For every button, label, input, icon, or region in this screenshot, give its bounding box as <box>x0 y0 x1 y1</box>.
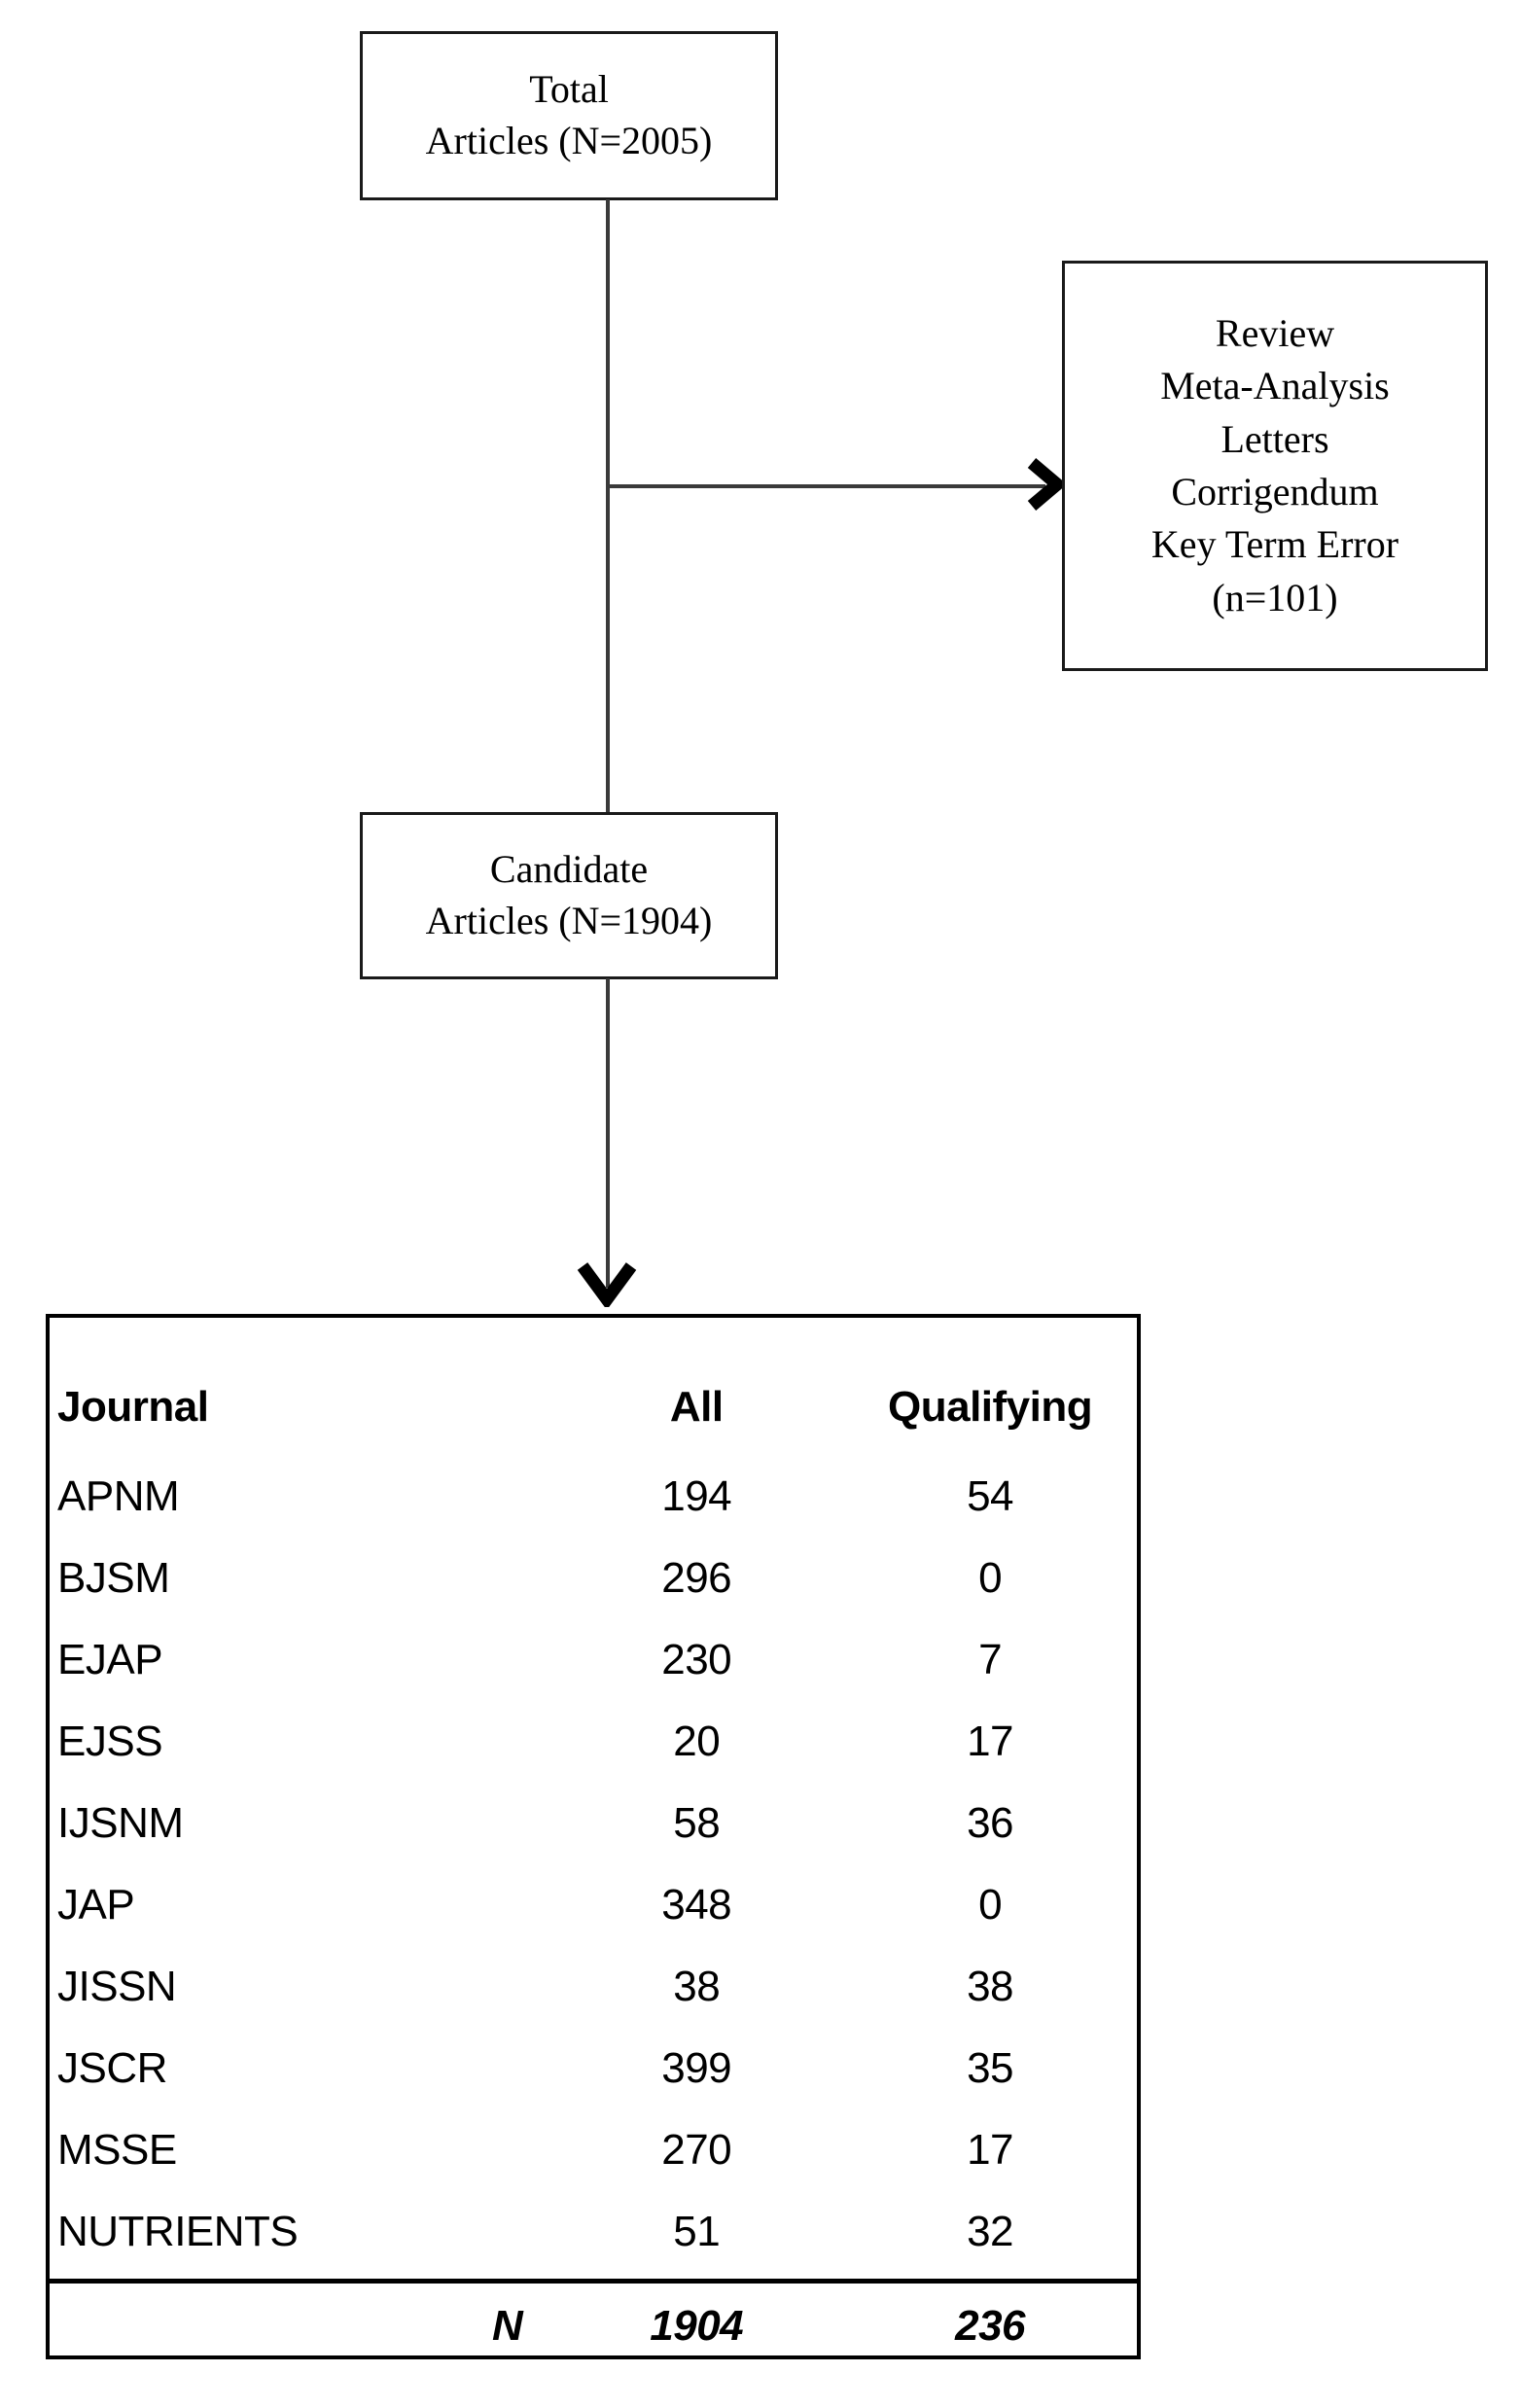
cell-qualifying: 32 <box>967 2208 1014 2255</box>
arrow-right-icon <box>1026 457 1065 512</box>
cell-qualifying: 7 <box>978 1636 1003 1683</box>
table-body: APNM 194 54 BJSM 296 0 EJAP 230 7 EJSS 2… <box>50 1456 1137 2282</box>
cell-all: 20 <box>673 1717 721 1765</box>
connector-candidate-to-table <box>606 978 610 1288</box>
total-label: N <box>50 2279 550 2369</box>
cell-all: 296 <box>661 1554 732 1602</box>
column-header-all: All <box>669 1383 724 1431</box>
column-header-qualifying: Qualifying <box>888 1383 1093 1431</box>
table-footer: N 1904 236 <box>50 2279 1137 2369</box>
arrow-down-icon <box>576 1260 638 1307</box>
table-row: EJSS 20 17 <box>50 1701 1137 1783</box>
node-excluded-records: Review Meta-Analysis Letters Corrigendum… <box>1062 261 1488 671</box>
cell-qualifying: 35 <box>967 2044 1014 2092</box>
cell-all: 348 <box>661 1881 732 1929</box>
cell-journal: APNM <box>57 1472 180 1520</box>
cell-qualifying: 0 <box>978 1554 1003 1602</box>
cell-qualifying: 36 <box>967 1799 1014 1847</box>
table-header: Journal All Qualifying <box>50 1318 1137 1456</box>
node-candidate-articles-line-2: Articles (N=1904) <box>425 899 713 942</box>
excluded-line-count: (n=101) <box>1212 575 1338 620</box>
cell-all: 58 <box>673 1799 721 1847</box>
table-row: APNM 194 54 <box>50 1456 1137 1538</box>
node-candidate-articles: Candidate Articles (N=1904) <box>360 812 778 979</box>
cell-journal: EJAP <box>57 1636 163 1683</box>
column-header-journal: Journal <box>57 1383 209 1431</box>
table-row: JSCR 399 35 <box>50 2028 1137 2109</box>
node-candidate-articles-line-1: Candidate <box>489 847 649 892</box>
journal-breakdown-table-box: Journal All Qualifying APNM 194 54 BJSM … <box>46 1314 1141 2369</box>
excluded-line-review: Review <box>1215 310 1335 355</box>
table-header-row: Journal All Qualifying <box>50 1318 1137 1456</box>
journal-breakdown-table: Journal All Qualifying APNM 194 54 BJSM … <box>50 1318 1137 2369</box>
cell-qualifying: 0 <box>978 1881 1003 1929</box>
excluded-line-letters: Letters <box>1220 416 1329 461</box>
cell-qualifying: 54 <box>967 1472 1014 1520</box>
cell-all: 194 <box>661 1472 732 1520</box>
table-row: EJAP 230 7 <box>50 1619 1137 1701</box>
table-row: MSSE 270 17 <box>50 2109 1137 2191</box>
cell-all: 51 <box>673 2208 721 2255</box>
cell-journal: EJSS <box>57 1717 163 1765</box>
node-total-articles: Total Articles (N=2005) <box>360 31 778 200</box>
cell-journal: NUTRIENTS <box>57 2208 299 2255</box>
table-row: IJSNM 58 36 <box>50 1783 1137 1864</box>
table-total-row: N 1904 236 <box>50 2279 1137 2369</box>
cell-journal: JAP <box>57 1881 135 1929</box>
cell-all: 270 <box>661 2126 732 2174</box>
table-row: BJSM 296 0 <box>50 1538 1137 1619</box>
total-all: 1904 <box>549 2279 844 2369</box>
excluded-line-meta: Meta-Analysis <box>1160 364 1390 408</box>
cell-qualifying: 17 <box>967 2126 1014 2174</box>
cell-journal: MSSE <box>57 2126 177 2174</box>
total-qualifying: 236 <box>843 2279 1137 2369</box>
cell-journal: JSCR <box>57 2044 167 2092</box>
cell-all: 230 <box>661 1636 732 1683</box>
table-row: JISSN 38 38 <box>50 1946 1137 2028</box>
excluded-line-keyterm: Key Term Error <box>1150 522 1399 567</box>
connector-branch-to-excluded <box>606 484 1045 488</box>
cell-qualifying: 17 <box>967 1717 1014 1765</box>
node-total-articles-line-1: Total <box>529 67 609 112</box>
cell-qualifying: 38 <box>967 1963 1014 2010</box>
excluded-line-corrigendum: Corrigendum <box>1171 470 1379 513</box>
cell-journal: BJSM <box>57 1554 170 1602</box>
cell-all: 38 <box>673 1963 721 2010</box>
cell-journal: JISSN <box>57 1963 177 2010</box>
table-row: JAP 348 0 <box>50 1864 1137 1946</box>
node-total-articles-line-2: Articles (N=2005) <box>425 119 713 162</box>
table-row: NUTRIENTS 51 32 <box>50 2191 1137 2282</box>
cell-all: 399 <box>661 2044 732 2092</box>
cell-journal: IJSNM <box>57 1799 184 1847</box>
connector-total-to-candidate <box>606 199 610 814</box>
